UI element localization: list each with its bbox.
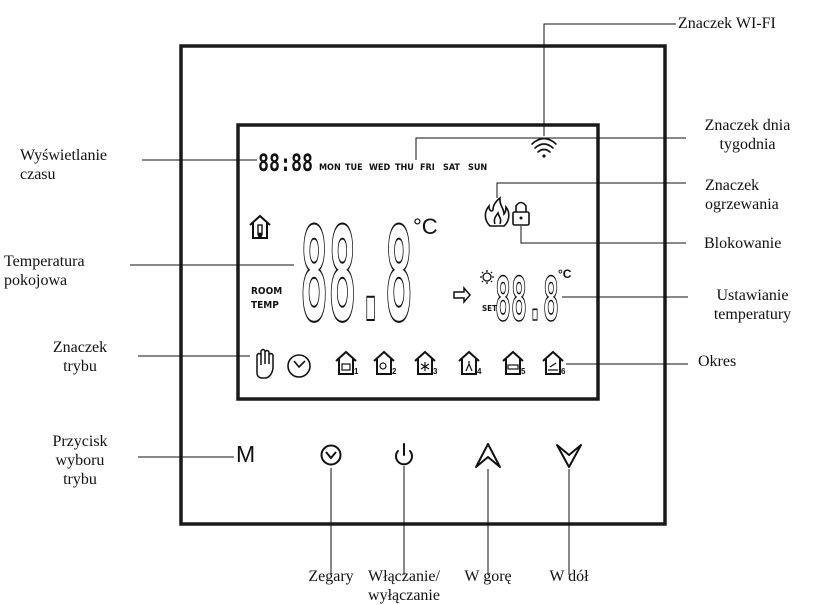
timer-icon bbox=[320, 444, 342, 466]
callout-lock: Blokowanie bbox=[704, 235, 782, 252]
weekday-fri: FRI bbox=[420, 163, 435, 173]
power-button[interactable] bbox=[395, 443, 413, 466]
period-icon-3: 3 bbox=[414, 351, 438, 376]
period-icons: 1 2 3 4 5 6 bbox=[335, 351, 566, 376]
callout-mode-icon: Znaczek trybu bbox=[52, 339, 108, 375]
leader-heating bbox=[496, 182, 686, 198]
down-button[interactable] bbox=[556, 444, 582, 468]
room-temperature-digits: 88.8 bbox=[300, 199, 413, 351]
timer-button[interactable] bbox=[320, 444, 342, 466]
period-icon-6: 6 bbox=[542, 351, 566, 376]
house-thermometer-icon bbox=[249, 215, 271, 239]
period-icon-5: 5 bbox=[502, 351, 526, 376]
set-temperature-unit: °C bbox=[558, 267, 572, 281]
leader-lock bbox=[520, 226, 686, 244]
period-number-6: 6 bbox=[561, 367, 566, 376]
set-label: SET bbox=[482, 304, 497, 313]
callout-weekday-icon: Znaczek dnia tygodnia bbox=[704, 117, 791, 153]
room-temp-label: ROOM TEMP bbox=[251, 286, 282, 311]
callout-mode-select-button: Przycisk wyboru trybu bbox=[52, 433, 108, 488]
hand-icon bbox=[256, 348, 274, 379]
room-temperature-unit: °C bbox=[413, 214, 438, 239]
up-arrow-icon bbox=[475, 443, 501, 468]
leader-wifi bbox=[543, 23, 676, 136]
leader-lines bbox=[130, 23, 688, 575]
leader-weekday bbox=[415, 137, 686, 160]
arrow-right-icon bbox=[453, 285, 471, 305]
lock-icon bbox=[512, 201, 530, 226]
flame-icon bbox=[484, 196, 510, 227]
mode-button[interactable]: M bbox=[236, 441, 256, 467]
callout-time-display: Wyświetlanie czasu bbox=[20, 147, 108, 183]
weekday-sat: SAT bbox=[443, 163, 460, 173]
period-number-4: 4 bbox=[477, 367, 482, 376]
callout-heating-icon: Znaczek ogrzewania bbox=[705, 177, 779, 213]
weekday-thu: THU bbox=[395, 163, 414, 173]
down-arrow-icon bbox=[556, 444, 582, 468]
callout-clocks: Zegary bbox=[308, 568, 354, 585]
power-icon bbox=[395, 443, 413, 466]
callout-wifi-icon: Znaczek WI-FI bbox=[678, 15, 776, 32]
weekday-sun: SUN bbox=[468, 163, 487, 173]
clock-icon bbox=[287, 354, 311, 378]
temp-label: TEMP bbox=[251, 300, 279, 311]
callout-down: W dół bbox=[549, 568, 589, 585]
weekday-tue: TUE bbox=[345, 163, 363, 173]
callout-set-temperature: Ustawianie temperatury bbox=[713, 287, 792, 323]
weekday-wed: WED bbox=[369, 163, 390, 173]
period-number-2: 2 bbox=[392, 367, 397, 376]
up-button[interactable] bbox=[475, 443, 501, 468]
room-label: ROOM bbox=[251, 286, 282, 297]
weekday-row: MON TUE WED THU FRI SAT SUN bbox=[319, 163, 487, 173]
period-number-1: 1 bbox=[354, 367, 359, 376]
period-icon-2: 2 bbox=[373, 351, 397, 376]
period-icon-1: 1 bbox=[335, 351, 359, 376]
period-icon-4: 4 bbox=[458, 351, 482, 376]
callout-up: W gorę bbox=[464, 568, 512, 585]
callout-room-temperature: Temperatura pokojowa bbox=[4, 253, 85, 289]
clock-display: 88:88 bbox=[258, 149, 313, 177]
lcd-panel bbox=[236, 123, 600, 401]
weekday-mon: MON bbox=[319, 163, 341, 173]
set-temperature-digits: 88.8 bbox=[495, 265, 559, 335]
period-number-5: 5 bbox=[521, 367, 526, 376]
period-number-3: 3 bbox=[433, 367, 438, 376]
callout-period: Okres bbox=[698, 353, 737, 370]
sun-icon bbox=[480, 270, 494, 284]
